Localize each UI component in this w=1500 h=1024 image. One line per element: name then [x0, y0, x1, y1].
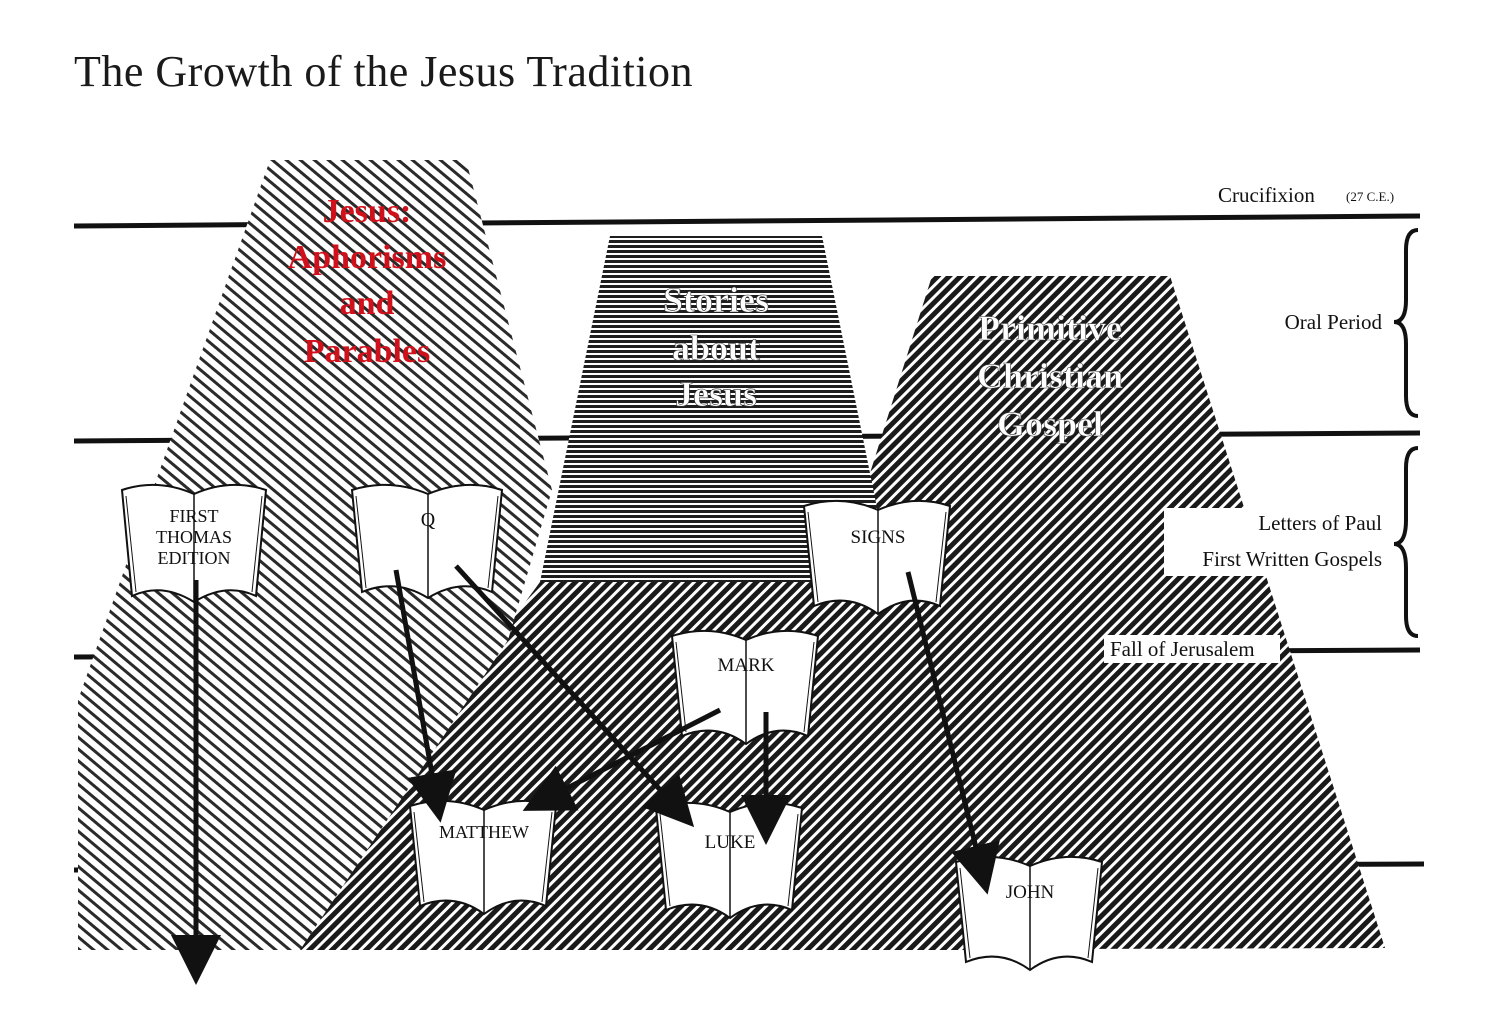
letters-label-backdrop [1164, 508, 1388, 576]
oral-period-brace [1393, 228, 1419, 418]
q-label: Q [421, 509, 436, 531]
john-label: JOHN [1006, 882, 1055, 903]
book-john: JOHN [954, 855, 1104, 972]
page-title: The Growth of the Jesus Tradition [74, 47, 694, 96]
sayings-label-line-2: Aphorisms [288, 239, 447, 276]
mark-label: MARK [717, 655, 774, 676]
stories-stream-label: Stories about Jesus [663, 280, 770, 415]
luke-label: LUKE [705, 832, 756, 853]
arrow-mark-to-matthew [522, 707, 722, 811]
written-period-brace [1393, 446, 1419, 638]
oral-period-label: Oral Period [1285, 310, 1383, 334]
crucifixion-label: Crucifixion [1218, 183, 1315, 207]
gospel-stream-label: Primitive Christian Gospel [977, 308, 1124, 445]
letters-of-paul-label: Letters of Paul [1258, 511, 1382, 535]
timeline-labels: Crucifixion (27 C.E.) Oral Period Letter… [1104, 183, 1394, 663]
stories-label-line-2: about [672, 328, 760, 368]
first-written-gospels-label: First Written Gospels [1202, 547, 1382, 571]
gospel-label-line-1: Primitive [978, 308, 1122, 348]
gospel-label-line-3: Gospel [997, 404, 1103, 444]
arrow-q-to-matthew [393, 569, 457, 823]
arrow-signs-to-john [905, 571, 1000, 895]
signs-label: SIGNS [851, 527, 906, 548]
thomas-label-line-3: EDITION [158, 548, 231, 568]
sayings-label-line-1: Jesus: [323, 193, 412, 230]
stories-about-jesus-stream [540, 236, 892, 582]
sayings-label-line-4: Parables [304, 333, 431, 370]
book-matthew: MATTHEW [408, 799, 558, 916]
dependency-arrows [171, 564, 1000, 985]
fall-of-jerusalem-label: Fall of Jerusalem [1110, 637, 1255, 661]
book-first-thomas-edition: FIRST THOMAS EDITION [120, 483, 268, 604]
book-signs: SIGNS [802, 499, 952, 616]
thomas-label-line-1: FIRST [169, 506, 218, 526]
sayings-stream-label: Jesus: Aphorisms and Parables [288, 193, 447, 370]
matthew-label: MATTHEW [439, 822, 529, 842]
sayings-label-line-3: and [340, 285, 395, 322]
gospel-label-line-2: Christian [977, 356, 1123, 396]
thomas-label-line-2: THOMAS [156, 527, 232, 547]
fall-label-backdrop [1104, 635, 1280, 663]
stories-label-line-1: Stories [663, 280, 769, 320]
arrow-q-to-luke [454, 564, 695, 828]
book-luke: LUKE [654, 801, 804, 920]
book-q: Q [350, 483, 504, 600]
timeline-braces [1393, 228, 1419, 638]
crucifixion-date: (27 C.E.) [1346, 189, 1394, 204]
stories-label-line-3: Jesus [675, 374, 757, 414]
book-mark: MARK [670, 629, 820, 746]
